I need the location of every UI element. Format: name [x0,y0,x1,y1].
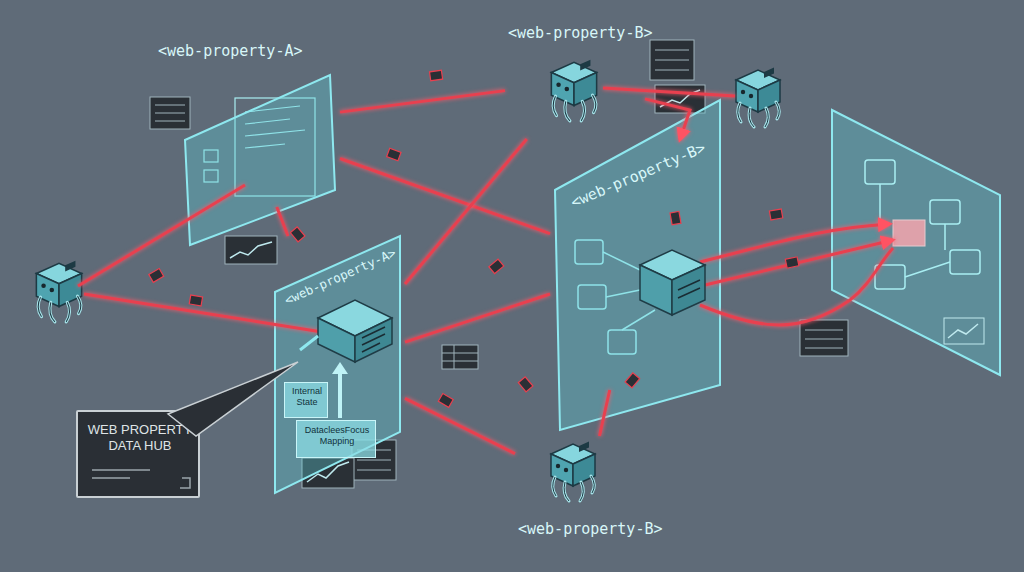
packet [769,209,782,220]
data-wire [84,294,322,332]
data-packets [149,70,799,407]
cube-arrow [300,336,318,350]
panel-heading: <web-property-A> [158,42,303,60]
flow-box [950,250,980,274]
web-panel: <web-property-A> [150,42,340,207]
mapping-tag: DatacleesFocus Mapping [296,420,376,458]
callout-box: WEB PROPERTY DATA HUB [76,410,200,498]
sparkline [230,242,272,258]
cube-top [318,300,392,336]
bot-node: <web-property-B> [505,24,645,139]
state-tag: Internal State [284,382,328,418]
bot-node: <web-property-B> [515,436,660,544]
packet [189,295,202,306]
web-panel: <web-property-B> [550,140,725,390]
packet [438,394,453,408]
data-table [800,320,848,356]
chart-box [944,318,984,344]
packet [149,269,164,283]
table-rows [155,105,185,121]
bot-icon [551,442,595,501]
packet [290,227,305,242]
bot-icon [551,60,596,121]
tag-label: DatacleesFocus Mapping [299,425,375,447]
tag-label: Internal State [287,386,327,408]
callout-text: WEB PROPERTY DATA HUB [81,422,199,453]
data-table [650,40,694,80]
flow-lines [880,184,950,277]
data-connector [405,398,515,453]
data-wire [700,224,890,262]
bot-label: <web-property-B> [518,520,663,538]
data-wire [603,88,735,96]
flow-boxes [865,160,980,289]
highlight-box [893,220,925,246]
packet [489,259,504,274]
panel-outline [555,100,720,430]
table-rows [655,50,689,70]
table-rows [805,330,843,348]
chart-box [655,85,705,113]
packet [625,373,640,388]
mapping-arrowhead [332,362,348,374]
table-rows [442,345,478,369]
cube-side [672,265,705,315]
data-connector [340,159,550,234]
bot-label: <web-property-B> [508,24,653,42]
panel-shape [150,42,340,207]
packet [785,257,799,268]
data-connector [340,91,505,113]
cube-side [355,318,392,362]
data-connector [405,139,527,284]
panel-outline [275,236,400,493]
data-wire [705,240,893,285]
panel-outline [185,75,335,245]
hub-module [318,300,392,362]
cube-face [640,265,672,315]
panel-module [640,250,705,315]
flow-box [865,160,895,184]
data-table [150,97,190,129]
screen-panel [832,110,1000,375]
mapping-arrow [338,372,342,418]
packet [430,70,443,81]
flow-box [875,265,905,289]
cube-lines [678,280,700,298]
flow-box [930,200,960,224]
data-wire [78,185,245,286]
callout-bracket [180,478,190,488]
cube-lines [362,327,385,352]
bot-icon [36,261,81,322]
packet [518,377,533,392]
bot-icon [736,68,780,127]
cube-top [640,250,705,280]
sparkline [948,324,978,338]
callout-pointer [168,362,298,436]
callout-lines [92,470,150,478]
packet [670,211,681,224]
data-connector [405,294,550,342]
hub-panel: <web-property-A>Internal StateDatacleesF… [270,236,405,493]
cube-face [318,318,355,362]
data-connector [600,390,610,436]
chart-box [225,236,277,264]
data-tables [150,40,848,480]
sparkline [660,90,700,107]
data-table [442,345,478,369]
data-connector [277,207,288,236]
data-connector [645,99,690,140]
data-wire [700,248,893,325]
packet [387,148,401,161]
